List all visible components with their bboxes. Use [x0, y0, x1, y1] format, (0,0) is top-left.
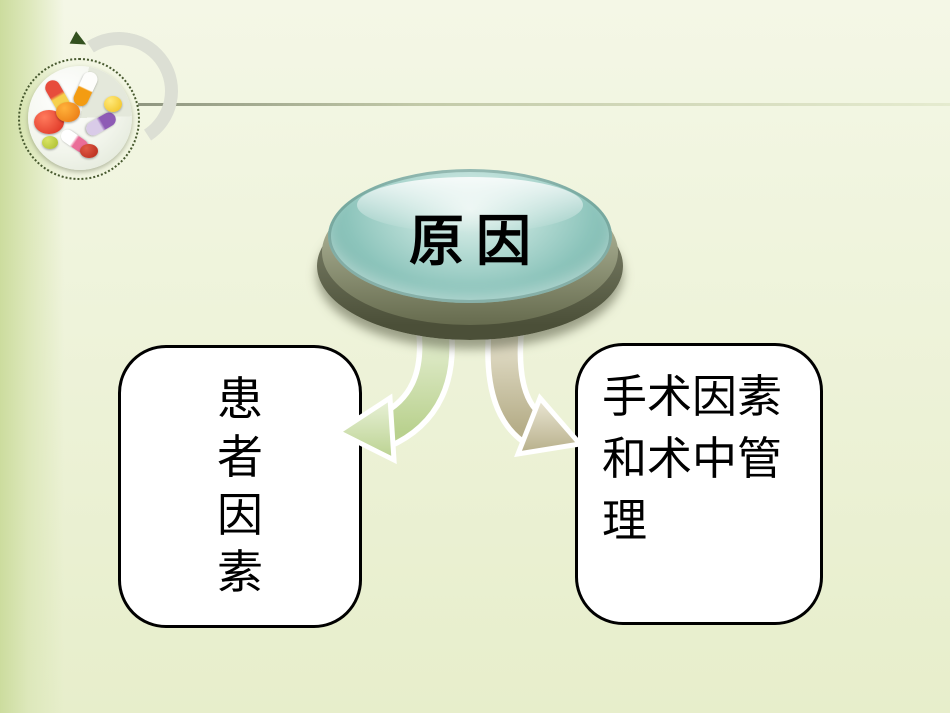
- round-pill: [42, 136, 58, 149]
- patient-factors-box: 患者因素: [118, 345, 362, 628]
- pills-logo: [16, 21, 189, 184]
- pills-icon: [28, 66, 132, 170]
- round-pill: [56, 102, 80, 122]
- surgical-factors-box: 手术因素和术中管理: [575, 343, 823, 625]
- header-divider-line: [138, 103, 950, 106]
- patient-factors-text: 患者因素: [217, 373, 263, 599]
- ellipse-highlight: [357, 177, 583, 233]
- cause-ellipse-shape: 原因: [315, 164, 627, 344]
- surgical-factors-text: 手术因素和术中管理: [602, 372, 783, 547]
- slide-title: 原因: [408, 211, 543, 272]
- round-pill: [104, 96, 122, 112]
- dotted-ring-decoration: [18, 58, 140, 180]
- round-pill: [80, 144, 98, 158]
